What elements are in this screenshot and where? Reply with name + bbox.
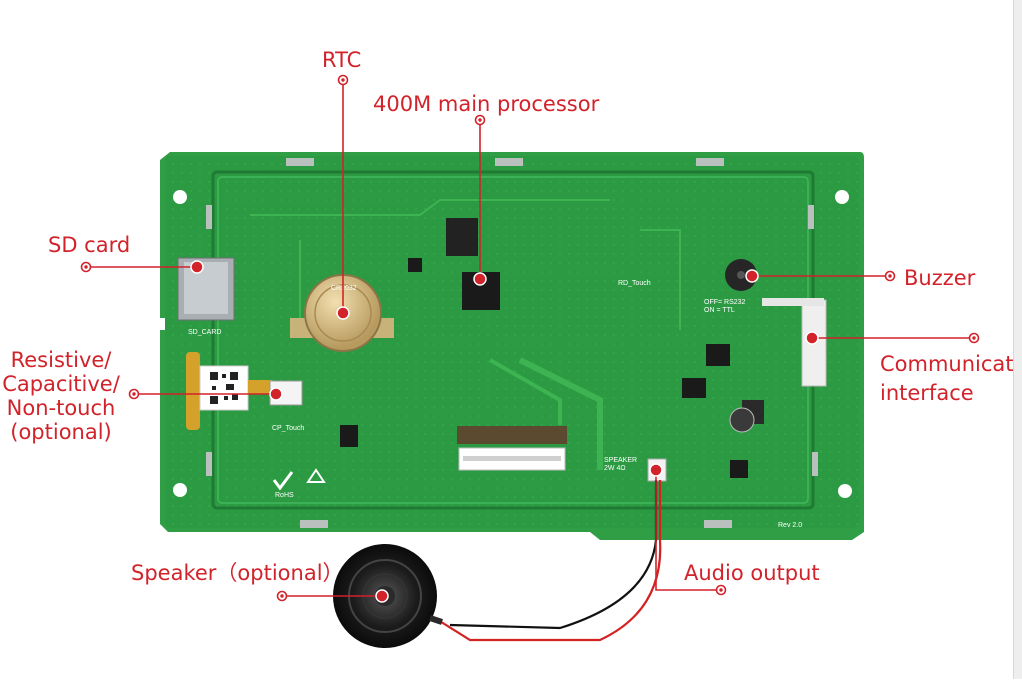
touch-label-line-2: Capacitive/ — [2, 372, 120, 396]
sd-silk: SD_CARD — [188, 329, 221, 336]
touch-label-line-3: Non-touch — [6, 396, 116, 420]
processor-label: 400M main processor — [373, 92, 600, 116]
leader-dots — [80, 74, 980, 603]
rtc-label: RTC — [322, 48, 362, 72]
leader-lines — [86, 80, 974, 597]
touch-label-line-1: Resistive/ — [10, 348, 112, 372]
rd-touch-silk: RD_Touch — [618, 280, 651, 287]
comm-label-line-2: interface — [880, 381, 974, 405]
pcb-board — [160, 152, 864, 540]
silkscreen: CR2032 SD_CARD CP_Touch RD_Touch OFF= RS… — [188, 280, 802, 529]
cp-touch-silk: CP_Touch — [272, 425, 304, 432]
touch-label-line-4: (optional) — [10, 420, 112, 444]
rohs-silk: RoHS — [275, 492, 294, 499]
battery-silk: CR2032 — [331, 285, 357, 292]
page-scrollbar[interactable] — [1013, 0, 1022, 679]
components — [177, 218, 827, 491]
touch-label: Resistive/ Capacitive/ Non-touch (option… — [2, 348, 120, 444]
buzzer-label: Buzzer — [904, 266, 976, 290]
sd-card-label: SD card — [48, 233, 131, 257]
speaker-label: Speaker（optional） — [131, 561, 344, 585]
rev-silk: Rev 2.0 — [778, 522, 802, 529]
audio-output-label: Audio output — [684, 561, 820, 585]
comm-label-line-1: Communicate — [880, 352, 1014, 376]
